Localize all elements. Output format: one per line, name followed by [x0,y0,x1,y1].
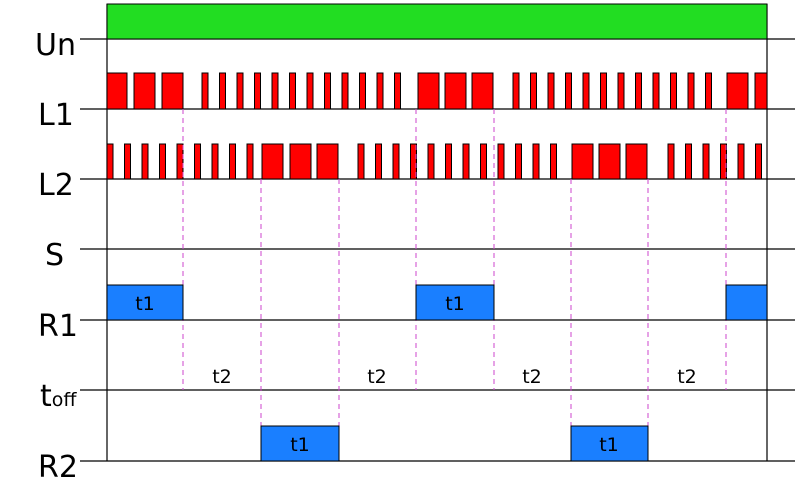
l1-label: L1 [38,98,74,133]
toff-label-sub: off [52,389,78,411]
l2-pulse [410,143,417,180]
l1-pulse [726,72,749,110]
l1-pulse [106,72,128,110]
l2-pulse [211,143,219,180]
t2-label: t2 [677,366,697,388]
l1-pulse [530,72,537,110]
l2-pulse [737,143,745,180]
l1-pulse [617,72,625,110]
t1-label: t1 [445,293,465,315]
timing-guides [182,109,727,461]
toff-label-main: t [40,379,52,414]
l1-pulse [341,72,349,110]
l1-pulse [652,72,660,110]
t2-label: t2 [212,366,232,388]
l2-pulse [702,143,710,180]
l1-pulse [306,72,314,110]
l1-pulse [417,72,440,110]
l2-pulse [261,143,284,180]
t1-label: t1 [135,293,155,315]
l1-pulse [359,72,366,110]
l1-pulse [635,72,642,110]
l1-pulse [324,72,331,110]
l2-pulse [124,143,131,180]
l2-pulse [515,143,522,180]
un-label: Un [35,28,76,63]
l1-pulse [444,72,467,110]
l1-pulse [471,72,494,110]
l2-pulse [598,143,621,180]
l2-pulse [667,143,675,180]
l2-pulse [550,143,557,180]
l1-pulse [582,72,590,110]
l2-pulse [141,143,149,180]
l2-pulse [289,143,312,180]
r2-on-block [570,425,649,462]
l1-pulse-train [106,72,768,110]
l2-pulse [316,143,339,180]
l2-pulse [532,143,540,180]
l1-pulse [600,72,607,110]
l1-pulse [512,72,520,110]
l1-pulse [394,72,401,110]
l1-pulse [289,72,296,110]
t1-label: t1 [290,434,310,456]
l1-pulse [705,72,712,110]
r1-on-block [106,284,184,321]
l1-pulse [670,72,677,110]
l1-pulse [219,72,226,110]
l1-pulse [271,72,279,110]
r1-on-block [415,284,495,321]
l2-pulse [685,143,692,180]
r1-on-block [725,284,768,321]
l1-pulse [236,72,244,110]
t2-label: t2 [367,366,387,388]
r1-label: R1 [38,309,78,344]
l2-pulse [462,143,470,180]
supply-voltage-bar [106,3,768,40]
l2-pulse [375,143,382,180]
l2-label: L2 [38,168,74,203]
l2-pulse [720,143,727,180]
s-label: S [45,238,64,273]
l2-pulse [427,143,435,180]
l1-pulse [687,72,695,110]
l2-pulse [445,143,452,180]
l2-pulse [480,143,487,180]
l2-pulse-train [106,143,762,180]
l1-pulse [565,72,572,110]
l2-pulse [357,143,365,180]
l2-pulse [229,143,236,180]
l2-pulse [194,143,201,180]
l1-pulse [161,72,184,110]
t2-label: t2 [522,366,542,388]
toff-label: toff [40,379,77,414]
l2-pulse [571,143,594,180]
l1-pulse [254,72,261,110]
l1-pulse [133,72,156,110]
l2-pulse [497,143,505,180]
l1-pulse [376,72,384,110]
t1-label: t1 [599,434,619,456]
l2-pulse [625,143,648,180]
l2-pulse [159,143,166,180]
l2-pulse [392,143,400,180]
r2-on-block [260,425,340,462]
l1-pulse [754,72,768,110]
r2-label: R2 [38,450,78,477]
l1-pulse [547,72,555,110]
l2-pulse [106,143,114,180]
l2-pulse [176,143,184,180]
l2-pulse [246,143,254,180]
l1-pulse [201,72,209,110]
l2-pulse [755,143,762,180]
